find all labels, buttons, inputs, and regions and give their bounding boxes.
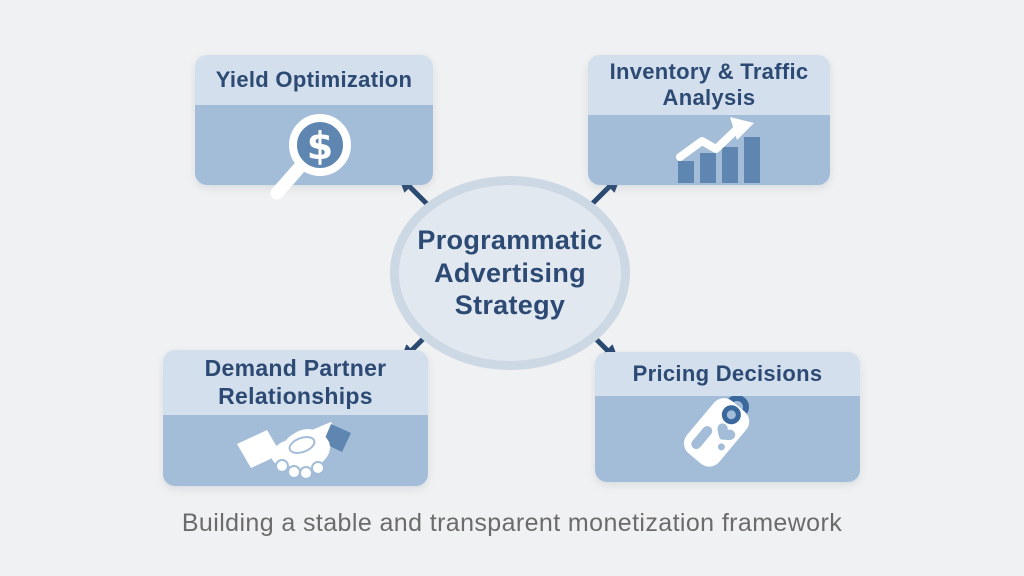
node-title: Demand Partner Relationships bbox=[163, 350, 428, 415]
node-demand-partner-relationships: Demand Partner Relationships bbox=[163, 350, 428, 486]
magnifier-dollar-icon: $ bbox=[270, 114, 351, 200]
node-icon-area: $ bbox=[195, 105, 433, 200]
node-icon-area bbox=[595, 396, 860, 482]
center-node: Programmatic Advertising Strategy bbox=[390, 176, 630, 370]
price-tag-icon bbox=[683, 396, 750, 467]
growth-bar-chart-icon bbox=[676, 117, 760, 183]
center-node-label: Programmatic Advertising Strategy bbox=[417, 224, 603, 321]
node-icon-area bbox=[163, 415, 428, 486]
node-pricing-decisions: Pricing Decisions bbox=[595, 352, 860, 482]
caption-text: Building a stable and transparent moneti… bbox=[181, 509, 843, 537]
node-yield-optimization: Yield Optimization $ bbox=[195, 55, 433, 200]
node-icon-area bbox=[588, 115, 830, 185]
node-title: Inventory & Traffic Analysis bbox=[588, 55, 830, 115]
handshake-icon bbox=[237, 422, 351, 480]
node-inventory-traffic-analysis: Inventory & Traffic Analysis bbox=[588, 55, 830, 185]
svg-text:$: $ bbox=[307, 124, 333, 168]
node-title: Yield Optimization bbox=[195, 55, 433, 105]
node-title: Pricing Decisions bbox=[595, 352, 860, 396]
